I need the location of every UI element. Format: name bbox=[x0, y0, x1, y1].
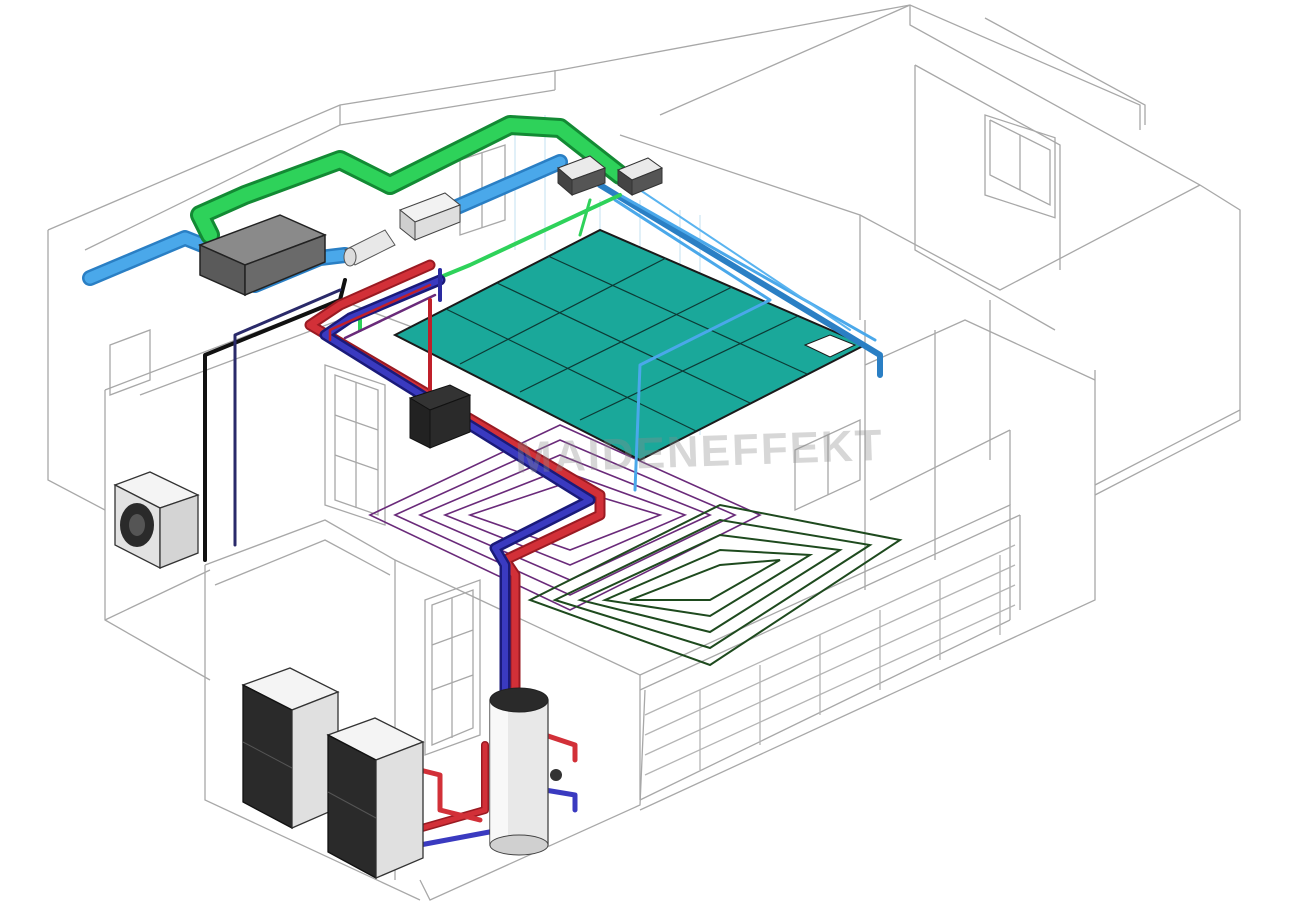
window-left bbox=[109, 329, 151, 396]
building-outline bbox=[47, 4, 1241, 901]
hydronic-pipes bbox=[203, 259, 606, 854]
window-middle-right bbox=[794, 418, 861, 512]
ventilation-box-icon bbox=[399, 192, 461, 242]
outdoor-heat-pump-icon bbox=[113, 471, 200, 570]
hot-water-tank-icon bbox=[489, 687, 562, 856]
outdoor-heat-pump-large-2 bbox=[326, 717, 425, 880]
fan-grille-icon bbox=[557, 155, 664, 197]
door-upper bbox=[324, 364, 386, 526]
floor-heating-loop-green bbox=[527, 503, 903, 667]
balcony-railing bbox=[644, 544, 1016, 776]
duct-silencer-icon bbox=[343, 229, 396, 267]
air-handling-unit-icon bbox=[198, 214, 327, 297]
chilled-ceiling-panel bbox=[392, 228, 868, 462]
door-lower bbox=[424, 579, 481, 756]
outdoor-heat-pump-large-1 bbox=[241, 667, 340, 830]
supply-air-duct bbox=[190, 115, 630, 332]
manifold-box-icon bbox=[408, 384, 472, 449]
